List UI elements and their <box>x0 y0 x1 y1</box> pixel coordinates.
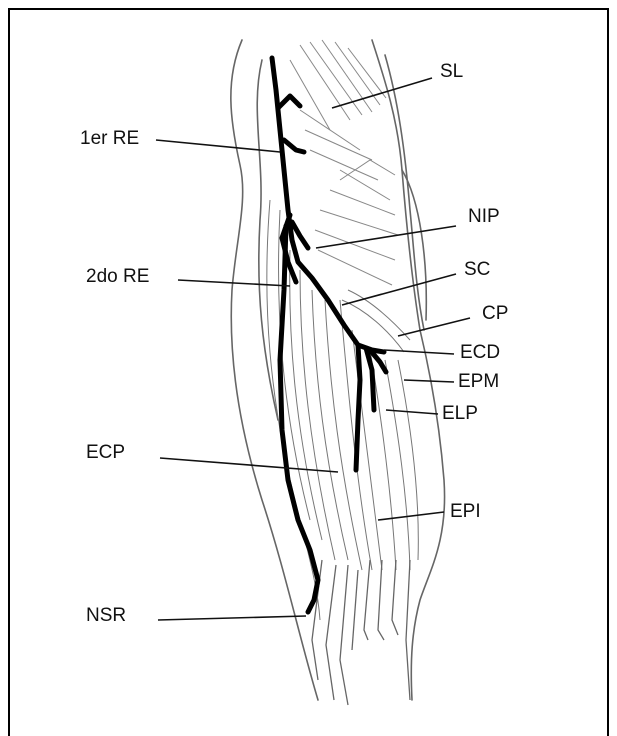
forearm-outline <box>231 40 445 700</box>
leader-nsr <box>158 616 306 620</box>
leader-ecp <box>160 458 338 472</box>
label-ecp: ECP <box>86 443 125 462</box>
leader-sc <box>342 274 456 305</box>
leader-ecd <box>384 350 454 354</box>
leader-cp <box>398 318 470 336</box>
leader-nip <box>316 226 456 248</box>
label-nsr: NSR <box>86 606 126 625</box>
leader-sl <box>332 78 432 108</box>
tendons <box>312 560 410 705</box>
leader-2do-re <box>178 280 290 286</box>
leader-epm <box>404 380 454 382</box>
label-1er-re: 1er RE <box>80 129 139 148</box>
leader-1er-re <box>156 140 280 152</box>
label-cp: CP <box>482 304 508 323</box>
label-epi: EPI <box>450 502 481 521</box>
label-ecd: ECD <box>460 343 500 362</box>
leader-epi <box>378 512 444 520</box>
nerve-branch-ecp <box>356 345 360 470</box>
leader-lines <box>156 78 470 620</box>
label-sc: SC <box>464 260 490 279</box>
label-2do-re: 2do RE <box>86 267 149 286</box>
label-nip: NIP <box>468 207 500 226</box>
label-elp: ELP <box>442 404 478 423</box>
nerve-branch-re1 <box>284 140 304 152</box>
nerve-branch-epm <box>366 348 374 410</box>
nerve-branch-re1-upper <box>278 96 300 108</box>
label-epm: EPM <box>458 372 499 391</box>
label-sl: SL <box>440 62 463 81</box>
nerve-main-trunk <box>272 58 384 352</box>
